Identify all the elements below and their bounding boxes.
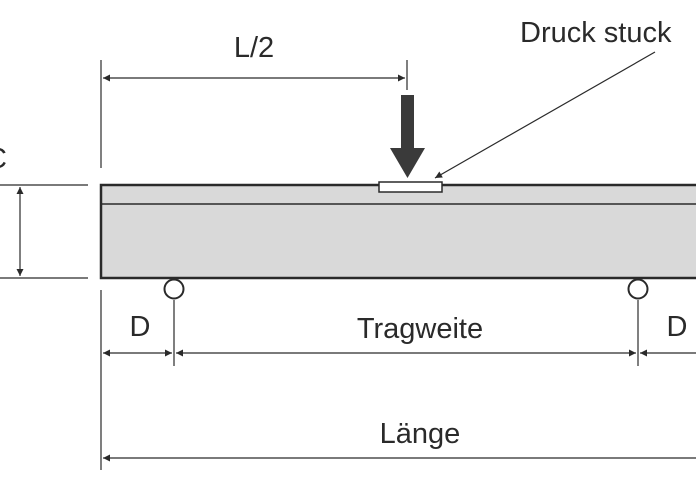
label-loading-piece: Druck stuck	[520, 17, 672, 49]
loading-plate	[378, 181, 443, 193]
label-span: Tragweite	[357, 313, 483, 345]
label-length: Länge	[380, 418, 461, 450]
roller-support-icon	[163, 278, 185, 300]
beam-body	[99, 183, 696, 280]
label-edge-distance-right: D	[667, 311, 688, 343]
label-edge-distance-left: D	[130, 311, 151, 343]
down-arrow-icon	[390, 95, 425, 178]
loading-piece-pointer	[434, 51, 656, 179]
label-height: C	[0, 143, 7, 175]
roller-support-icon	[627, 278, 649, 300]
label-half-span: L/2	[234, 32, 274, 64]
